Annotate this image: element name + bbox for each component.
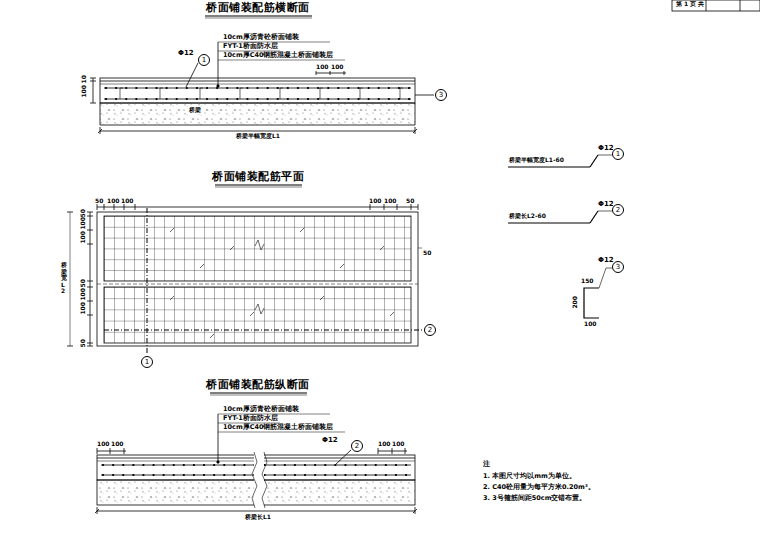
callout-circle: 2	[424, 324, 436, 336]
dimension-text: 100	[80, 217, 87, 230]
sheet-number: 第 1 页 共	[676, 1, 704, 8]
layer-note: 10cm厚C40钢筋混凝土桥面铺装层	[222, 52, 335, 59]
callout-circle: 3	[435, 89, 447, 101]
rebar-size: Φ12	[178, 50, 194, 58]
dimension-text: 50	[406, 198, 414, 205]
note-text: 3. 3号箍筋间距50cm交错布置。	[483, 495, 586, 502]
rebar-size: Φ12	[322, 437, 338, 445]
layer-note: FYT-1桥面防水层	[222, 43, 279, 50]
section-title: 桥面铺装配筋纵断面	[206, 379, 310, 391]
dimension-text: 50	[423, 250, 431, 257]
rebar-length: 桥梁半幅宽度L1-60	[509, 157, 564, 164]
dimension-text: 100	[81, 85, 88, 98]
dimension-text: 200	[572, 296, 579, 309]
dimension-text: 50	[80, 339, 87, 347]
dimension-text: 100	[316, 64, 329, 71]
dimension-text: 50	[80, 209, 87, 217]
note-text: 1. 本图尺寸均以mm为单位。	[483, 473, 576, 480]
callout-number: 1	[202, 57, 206, 64]
section-title: 桥面铺装配筋平面	[212, 171, 304, 183]
note-heading: 注	[483, 461, 490, 469]
callout-circle: 3	[612, 261, 624, 273]
part-name: 桥梁	[188, 107, 202, 114]
dimension-text: 50	[95, 198, 103, 205]
dimension-text: 50	[80, 279, 87, 287]
dimension-text: 150	[581, 278, 594, 285]
dimension-text: 桥梁宽L2	[60, 262, 68, 295]
dimension-text: 100	[121, 198, 134, 205]
layer-note: 10cm厚沥青砼桥面铺装	[222, 406, 300, 413]
callout-number: 2	[355, 443, 359, 450]
dimension-text: 100	[331, 64, 344, 71]
dimension-text: 100	[80, 302, 87, 315]
dimension-text: 100	[369, 198, 382, 205]
note-text: 2. C40砼用量为每平方米0.20m³。	[483, 484, 595, 491]
callout-number: 3	[439, 92, 443, 99]
dimension-text: 100	[111, 441, 124, 448]
callout-circle: 2	[612, 204, 624, 216]
dimension-text: 100	[384, 198, 397, 205]
callout-number: 3	[616, 264, 620, 271]
dimension-text: 100	[97, 441, 110, 448]
dimension-text: 桥梁半幅宽度L1	[236, 133, 280, 140]
dimension-text: 100	[80, 231, 87, 244]
callout-circle: 1	[612, 148, 624, 160]
layer-note: 10cm厚沥青砼桥面铺装	[222, 34, 300, 41]
callout-circle: 1	[198, 54, 210, 66]
dimension-text: 100	[584, 321, 597, 328]
rebar-length: 桥梁长L2-60	[509, 213, 546, 220]
layer-note: FYT-1桥面防水层	[222, 415, 279, 422]
dimension-text: 100	[80, 288, 87, 301]
dimension-text: 100	[107, 198, 120, 205]
callout-number: 2	[616, 207, 620, 214]
dimension-text: 100	[392, 441, 405, 448]
rebar-size: Φ12	[598, 257, 614, 265]
callout-number: 2	[428, 327, 432, 334]
dimension-text: 桥梁长L1	[245, 514, 271, 521]
callout-number: 1	[145, 359, 149, 366]
callout-circle: 2	[351, 440, 363, 452]
callout-circle: 1	[141, 356, 153, 368]
dimension-text: 100	[378, 441, 391, 448]
layer-note: 10cm厚C40钢筋混凝土桥面铺装层	[222, 424, 335, 431]
dimension-text: 10	[81, 75, 88, 83]
section-title: 桥面铺装配筋横断面	[206, 2, 310, 14]
callout-number: 1	[616, 151, 620, 158]
